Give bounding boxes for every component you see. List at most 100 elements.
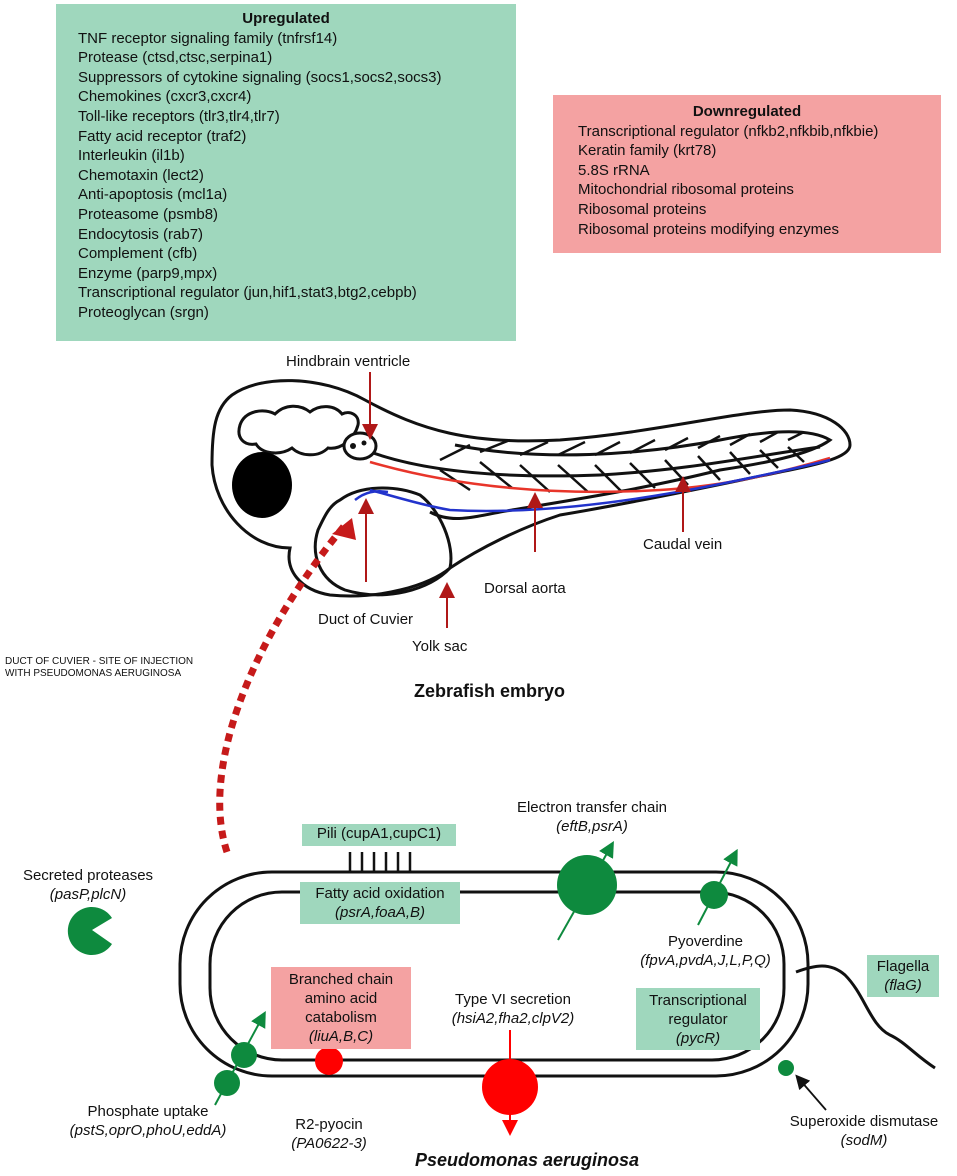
sod-label-line2: (sodM) — [840, 1132, 888, 1149]
eye — [232, 452, 292, 518]
flagella-box: Flagella (flaG) — [867, 955, 939, 997]
bacterium-title: Pseudomonas aeruginosa — [415, 1150, 640, 1170]
dorsal-aorta-label: Dorsal aorta — [484, 580, 566, 597]
transcriptional-regulator-box: Transcriptional regulator (pycR) — [636, 988, 760, 1050]
phosphate-label-line1: Phosphate uptake — [87, 1103, 209, 1120]
etc-label: Electron transfer chain (eftB,psrA) — [512, 798, 672, 836]
pili-box: Pili (cupA1,cupC1) — [302, 824, 456, 846]
sod-marker — [778, 1060, 794, 1076]
injection-arrowhead — [332, 518, 356, 540]
tr-label-line3: (pycR) — [675, 1030, 721, 1047]
upregulated-box: Upregulated TNF receptor signaling famil… — [56, 4, 516, 341]
phosphate-marker — [214, 1070, 240, 1096]
sod-label: Superoxide dismutase (sodM) — [776, 1112, 952, 1150]
fatty-acid-box: Fatty acid oxidation (psrA,foaA,B) — [300, 882, 460, 924]
secreted-label-line2: (pasP,plcN) — [49, 886, 127, 903]
caudal-vein-label: Caudal vein — [643, 536, 723, 553]
pyoverdine-label-line2: (fpvA,pvdA,J,L,P,Q) — [640, 952, 771, 969]
notochord — [364, 445, 821, 478]
upregulated-header: Upregulated — [242, 10, 330, 27]
embryo-outline — [210, 379, 852, 598]
secreted-protease-marker — [67, 907, 112, 955]
t6ss-marker — [482, 1059, 538, 1115]
caudal-vein-vessel — [369, 458, 831, 513]
injection-label-line2: WITH PSEUDOMONAS AERUGINOSA — [5, 668, 182, 679]
list-item: Fatty acid receptor (traf2) — [78, 127, 247, 145]
zebrafish-embryo — [210, 379, 852, 598]
upregulated-list: TNF receptor signaling family (tnfrsf14)… — [78, 29, 516, 323]
downregulated-header: Downregulated — [692, 103, 802, 120]
list-item: TNF receptor signaling family (tnfrsf14) — [78, 29, 338, 47]
etc-label-line2: (eftB,psrA) — [556, 818, 628, 835]
sod-label-line1: Superoxide dismutase — [789, 1113, 939, 1130]
list-item: Proteasome (psmb8) — [78, 205, 219, 223]
branched-chain-box: Branched chain amino acid catabolism (li… — [271, 967, 411, 1049]
list-item: Suppressors of cytokine signaling (socs1… — [78, 68, 442, 86]
duct-vessel — [354, 490, 389, 501]
list-item: Toll-like receptors (tlr3,tlr4,tlr7) — [78, 107, 280, 125]
pyocin-label-line1: R2-pyocin — [295, 1116, 363, 1133]
fatty-label-line1: Fatty acid oxidation — [315, 885, 445, 902]
list-item: Enzyme (parp9,mpx) — [78, 264, 218, 282]
otic-vesicle — [342, 431, 378, 461]
list-item: Chemotaxin (lect2) — [78, 166, 204, 184]
flagella-label-line2: (flaG) — [884, 977, 922, 994]
list-item: Ribosomal proteins — [578, 200, 707, 218]
hindbrain-label: Hindbrain ventricle — [286, 353, 411, 370]
downregulated-box: Downregulated Transcriptional regulator … — [553, 95, 941, 253]
brain — [237, 404, 360, 457]
t6ss-label-line1: Type VI secretion — [455, 991, 571, 1008]
pili-label: Pili (cupA1,cupC1) — [316, 825, 442, 842]
secreted-label-line1: Secreted proteases — [22, 867, 154, 884]
list-item: Mitochondrial ribosomal proteins — [578, 181, 794, 199]
list-item: Chemokines (cxcr3,cxcr4) — [78, 88, 252, 106]
list-item: Transcriptional regulator (nfkb2,nfkbib,… — [578, 122, 879, 140]
list-item: Proteoglycan (srgn) — [78, 303, 209, 321]
pyocin-label: R2-pyocin (PA0622-3) — [274, 1115, 384, 1153]
phosphate-label: Phosphate uptake (pstS,oprO,phoU,eddA) — [48, 1102, 248, 1140]
list-item: 5.8S rRNA — [578, 161, 650, 179]
yolk-sac — [313, 486, 453, 597]
tr-label-line1: Transcriptional — [649, 992, 747, 1009]
list-item: Keratin family (krt78) — [578, 142, 717, 160]
fatty-label-line2: (psrA,foaA,B) — [334, 904, 426, 921]
pili — [348, 852, 412, 872]
yolk-label: Yolk sac — [412, 638, 468, 655]
injection-path — [216, 522, 348, 854]
branched-label-line4: (liuA,B,C) — [308, 1028, 374, 1045]
inner-membrane — [208, 890, 786, 1062]
list-item: Ribosomal proteins modifying enzymes — [578, 220, 839, 238]
t6ss-label: Type VI secretion (hsiA2,fha2,clpV2) — [438, 990, 588, 1028]
flagella-label-line1: Flagella — [876, 958, 930, 975]
list-item: Endocytosis (rab7) — [78, 225, 204, 243]
embryo-title: Zebrafish embryo — [414, 681, 566, 701]
branched-label-line2: amino acid — [304, 990, 378, 1007]
injection-label-line1: DUCT OF CUVIER - SITE OF INJECTION — [5, 656, 194, 667]
t6ss-label-line2: (hsiA2,fha2,clpV2) — [451, 1010, 575, 1027]
phosphate-marker — [231, 1042, 257, 1068]
flagellum — [795, 964, 936, 1070]
branched-label-line1: Branched chain — [288, 971, 394, 988]
list-item: Interleukin (il1b) — [78, 147, 185, 165]
downregulated-list: Transcriptional regulator (nfkb2,nfkbib,… — [578, 122, 941, 240]
phosphate-label-line2: (pstS,oprO,phoU,eddA) — [69, 1122, 227, 1139]
list-item: Transcriptional regulator (jun,hif1,stat… — [78, 284, 417, 302]
pyoverdine-marker — [700, 881, 728, 909]
pyocin-label-line2: (PA0622-3) — [291, 1135, 367, 1152]
duct-label: Duct of Cuvier — [318, 611, 414, 628]
pyoverdine-label-line1: Pyoverdine — [667, 933, 744, 950]
otolith — [361, 440, 367, 446]
list-item: Anti-apoptosis (mcl1a) — [78, 186, 228, 204]
pyocin-marker — [315, 1047, 343, 1075]
list-item: Protease (ctsd,ctsc,serpina1) — [78, 49, 273, 67]
somites — [439, 430, 805, 493]
sod-arrow — [795, 1074, 827, 1111]
etc-label-line1: Electron transfer chain — [516, 799, 668, 816]
secreted-label: Secreted proteases (pasP,plcN) — [8, 866, 168, 904]
tr-label-line2: regulator — [668, 1011, 728, 1028]
branched-label-line3: catabolism — [305, 1009, 377, 1026]
otolith — [350, 443, 356, 449]
etc-marker — [557, 855, 617, 915]
pyoverdine-label: Pyoverdine (fpvA,pvdA,J,L,P,Q) — [618, 932, 793, 970]
